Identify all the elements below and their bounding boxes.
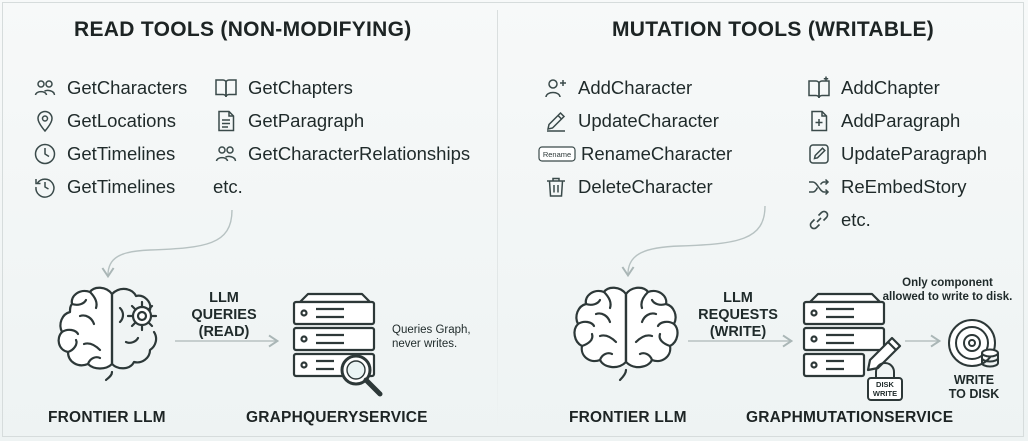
read-tools-title: READ TOOLS (NON-MODIFYING) (74, 18, 412, 41)
arrow-label-line: (READ) (198, 324, 250, 340)
tool-delete-character: DeleteCharacter (543, 174, 713, 200)
write-permission-note: Only component allowed to write to disk. (870, 276, 1025, 304)
disk-label-line: TO DISK (948, 387, 1000, 401)
tool-label: GetTimelines (67, 143, 176, 164)
arrow-label-line: LLM (209, 290, 239, 306)
add-person-icon (543, 75, 569, 101)
tool-label: ReEmbedStory (841, 176, 967, 197)
write-arrow-label: LLM REQUESTS (WRITE) (695, 290, 781, 341)
tool-rename-character: Rename RenameCharacter (538, 141, 732, 167)
lock-label-line: DISK (876, 380, 894, 389)
tool-add-paragraph: AddParagraph (806, 108, 960, 134)
mutation-tools-title: MUTATION TOOLS (WRITABLE) (612, 18, 935, 41)
tool-get-paragraph: GetParagraph (213, 108, 364, 134)
document-icon (213, 108, 239, 134)
rename-badge-text: Rename (543, 150, 571, 159)
tool-label: AddParagraph (841, 110, 961, 131)
tool-label: etc. (841, 209, 871, 230)
note-line: never writes. (392, 338, 458, 350)
left-etc: etc. (213, 176, 243, 197)
arrow-label-line: LLM (723, 290, 753, 306)
tool-label: GetLocations (67, 110, 177, 131)
arrow-label-line: QUERIES (191, 307, 257, 323)
clock-icon (32, 141, 58, 167)
note-line: allowed to write to disk. (882, 291, 1013, 303)
tool-reembed-story: ReEmbedStory (806, 174, 966, 200)
tool-get-character-relationships: GetCharacterRelationships (213, 141, 470, 167)
right-llm-caption: FRONTIER LLM (569, 409, 687, 426)
tool-etc: etc. (806, 207, 871, 233)
panel-divider (497, 10, 498, 430)
tool-label: RenameCharacter (581, 143, 733, 164)
tool-label: DeleteCharacter (578, 176, 713, 197)
link-icon (806, 207, 832, 233)
tool-add-chapter: AddChapter (806, 75, 940, 101)
tool-update-character: UpdateCharacter (543, 108, 719, 134)
document-plus-icon (806, 108, 832, 134)
note-line: Only component (902, 277, 993, 289)
tool-label: AddCharacter (578, 77, 693, 98)
people-icon (32, 75, 58, 101)
right-tools-to-llm-arrow (621, 205, 766, 278)
tool-label: GetCharacters (67, 77, 188, 98)
tool-label: UpdateCharacter (578, 110, 719, 131)
server-pencil-icon (800, 290, 910, 402)
tool-get-timelines: GetTimelines (32, 141, 175, 167)
arrow-label-line: REQUESTS (698, 307, 778, 323)
left-llm-caption: FRONTIER LLM (48, 409, 166, 426)
write-to-disk-label: WRITE TO DISK (944, 373, 1004, 401)
pencil-icon (543, 108, 569, 134)
tool-get-chapters: GetChapters (213, 75, 353, 101)
server-magnifier-icon (284, 290, 388, 402)
edit-square-icon (806, 141, 832, 167)
note-line: Queries Graph, (392, 324, 471, 336)
location-pin-icon (32, 108, 58, 134)
tool-label: AddChapter (841, 77, 940, 98)
brain-icon (570, 274, 682, 384)
tool-get-characters: GetCharacters (32, 75, 187, 101)
tool-update-paragraph: UpdateParagraph (806, 141, 987, 167)
tool-label: GetCharacterRelationships (248, 143, 471, 164)
book-icon (213, 75, 239, 101)
tool-label: GetChapters (248, 77, 353, 98)
clock-rewind-icon (32, 174, 58, 200)
tool-add-character: AddCharacter (543, 75, 692, 101)
book-plus-icon (806, 75, 832, 101)
lock-label-line: WRITE (872, 389, 898, 398)
shuffle-icon (806, 174, 832, 200)
people-icon (213, 141, 239, 167)
brain-gear-icon (50, 272, 170, 382)
disk-label-line: WRITE (953, 373, 995, 387)
tool-label: GetTimelines (67, 176, 176, 197)
right-service-caption: GRAPHMUTATIONSERVICE (746, 409, 954, 426)
arrow-label-line: (WRITE) (709, 324, 767, 340)
tool-label: GetParagraph (248, 110, 365, 131)
tool-get-timelines-2: GetTimelines (32, 174, 175, 200)
left-service-caption: GRAPHQUERYSERVICE (246, 409, 428, 426)
rename-badge-icon: Rename (538, 141, 576, 167)
disk-icon (945, 316, 1003, 372)
left-tools-to-llm-arrow (101, 209, 233, 279)
trash-icon (543, 174, 569, 200)
tool-get-locations: GetLocations (32, 108, 176, 134)
read-arrow-label: LLM QUERIES (READ) (180, 290, 268, 341)
tool-label: UpdateParagraph (841, 143, 988, 164)
disk-write-lock-label: DISK WRITE (868, 380, 902, 398)
read-note: Queries Graph, never writes. (392, 323, 471, 351)
